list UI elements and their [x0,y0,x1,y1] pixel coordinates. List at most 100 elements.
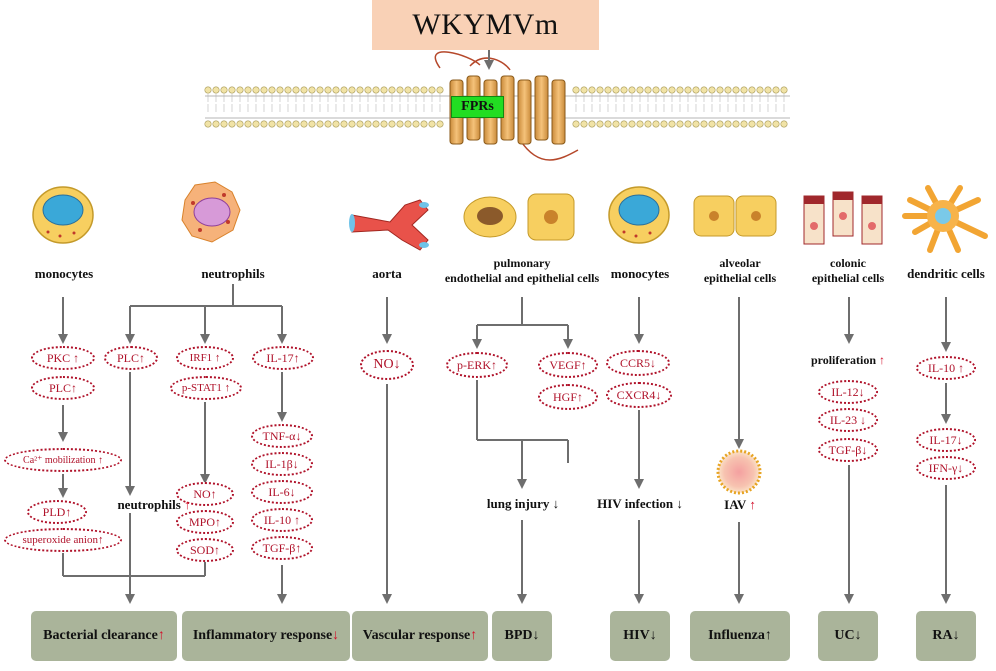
lipid-head [596,86,604,94]
effect-iav: IAV ↑ [710,497,770,513]
effect-neutrophils-arrow: ↑ [184,497,191,512]
lipid-head [364,86,372,94]
lipid-head [780,120,788,128]
mediator-tgfb-col: TGF-β↓ [818,438,878,462]
lipid-head [588,86,596,94]
mediator-il17-neu: IL-17↑ [252,346,314,370]
lipid-head [228,86,236,94]
lipid-head [396,86,404,94]
lipid-head [684,86,692,94]
lipid-head [636,86,644,94]
lipid-head [300,120,308,128]
lipid-head [652,120,660,128]
outcome-vascular-text: Vascular response [362,628,471,643]
outcome-vascular-arrow: ↑ [470,628,478,643]
label-aorta: aorta [372,266,402,281]
label-monocytes-2: monocytes [610,266,670,281]
mediator-mpo: MPO↑ [176,510,234,534]
lipid-head [404,86,412,94]
label-pulmonary: pulmonary endothelial and epithelial cel… [432,256,612,286]
label-alveolar-line1: alveolar [719,256,761,270]
label-dendritic: dendritic cells [907,266,985,281]
lipid-head [348,86,356,94]
lipid-head [604,86,612,94]
lipid-head [612,120,620,128]
lipid-head [580,86,588,94]
mediator-ca-mobilization: Ca²⁺ mobilization ↑ [4,448,122,472]
label-colonic-line2: epithelial cells [811,271,885,285]
dendritic-cell-icon [902,185,988,253]
lipid-head [412,120,420,128]
alveolar-cells-icon [693,195,777,237]
lipid-head [340,86,348,94]
outcome-vascular-response: Vascular response↑ [352,611,488,661]
lipid-head [428,86,436,94]
mediator-plc-neu: PLC↑ [104,346,158,370]
lipid-head [436,120,444,128]
lipid-head [260,86,268,94]
effect-proliferation-text: proliferation [810,353,877,367]
mediator-cxcr4: CXCR4↓ [606,382,672,408]
aorta-vessel-icon [349,199,429,251]
mediator-pstat1: p-STAT1 ↑ [170,376,242,400]
mediator-ccr5: CCR5↓ [606,350,670,376]
lipid-head [244,86,252,94]
lipid-head [268,86,276,94]
monocyte-cell-icon-2 [608,186,670,244]
lipid-head [732,86,740,94]
lipid-head [708,86,716,94]
label-monocytes: monocytes [34,266,94,281]
lipid-head [388,120,396,128]
lipid-head [764,120,772,128]
pathway-arrows [58,284,951,604]
lipid-head [220,120,228,128]
lipid-head [580,120,588,128]
mediator-perk: p-ERK↑ [446,352,508,378]
lipid-head [348,120,356,128]
lipid-head [436,86,444,94]
lipid-head [732,120,740,128]
mediator-superoxide: superoxide anion↑ [4,528,122,552]
effect-iav-text: IAV [724,497,747,512]
lipid-head [412,86,420,94]
mediator-il10-dc: IL-10 ↑ [916,356,976,380]
label-colonic: colonic epithelial cells [800,256,896,286]
lipid-head [756,120,764,128]
lipid-head [244,120,252,128]
lipid-head [212,120,220,128]
lipid-head [652,86,660,94]
lipid-head [628,120,636,128]
outcome-bacterial-arrow: ↑ [157,628,165,643]
lipid-head [756,86,764,94]
lipid-head [284,120,292,128]
mediator-irf1: IRF1 ↑ [176,346,234,370]
label-pulmonary-line1: pulmonary [493,256,551,270]
label-colonic-line1: colonic [830,256,866,270]
lipid-head [324,120,332,128]
effect-iav-arrow: ↑ [749,497,756,512]
lipid-head [748,120,756,128]
lipid-head [324,86,332,94]
effect-hiv-infection: HIV infection ↓ [597,496,683,511]
lipid-head [308,120,316,128]
label-pulmonary-line2: endothelial and epithelial cells [444,271,600,285]
mediator-pld: PLD↑ [27,500,87,524]
mediator-il6: IL-6↓ [251,480,313,504]
lipid-head [676,86,684,94]
mediator-ifng: IFN-γ↓ [916,456,976,480]
lipid-head [772,86,780,94]
lipid-head [644,86,652,94]
lipid-head [780,86,788,94]
lipid-head [660,86,668,94]
mediator-il10-neu: IL-10 ↑ [251,508,313,532]
lipid-head [604,120,612,128]
lipid-head [772,120,780,128]
lipid-head [236,86,244,94]
outcome-ra: RA↓ [916,611,976,661]
lipid-head [332,86,340,94]
outcome-uc: UC↓ [818,611,878,661]
lipid-head [260,120,268,128]
lipid-head [660,120,668,128]
lipid-head [596,120,604,128]
label-alveolar: alveolar epithelial cells [694,256,786,286]
